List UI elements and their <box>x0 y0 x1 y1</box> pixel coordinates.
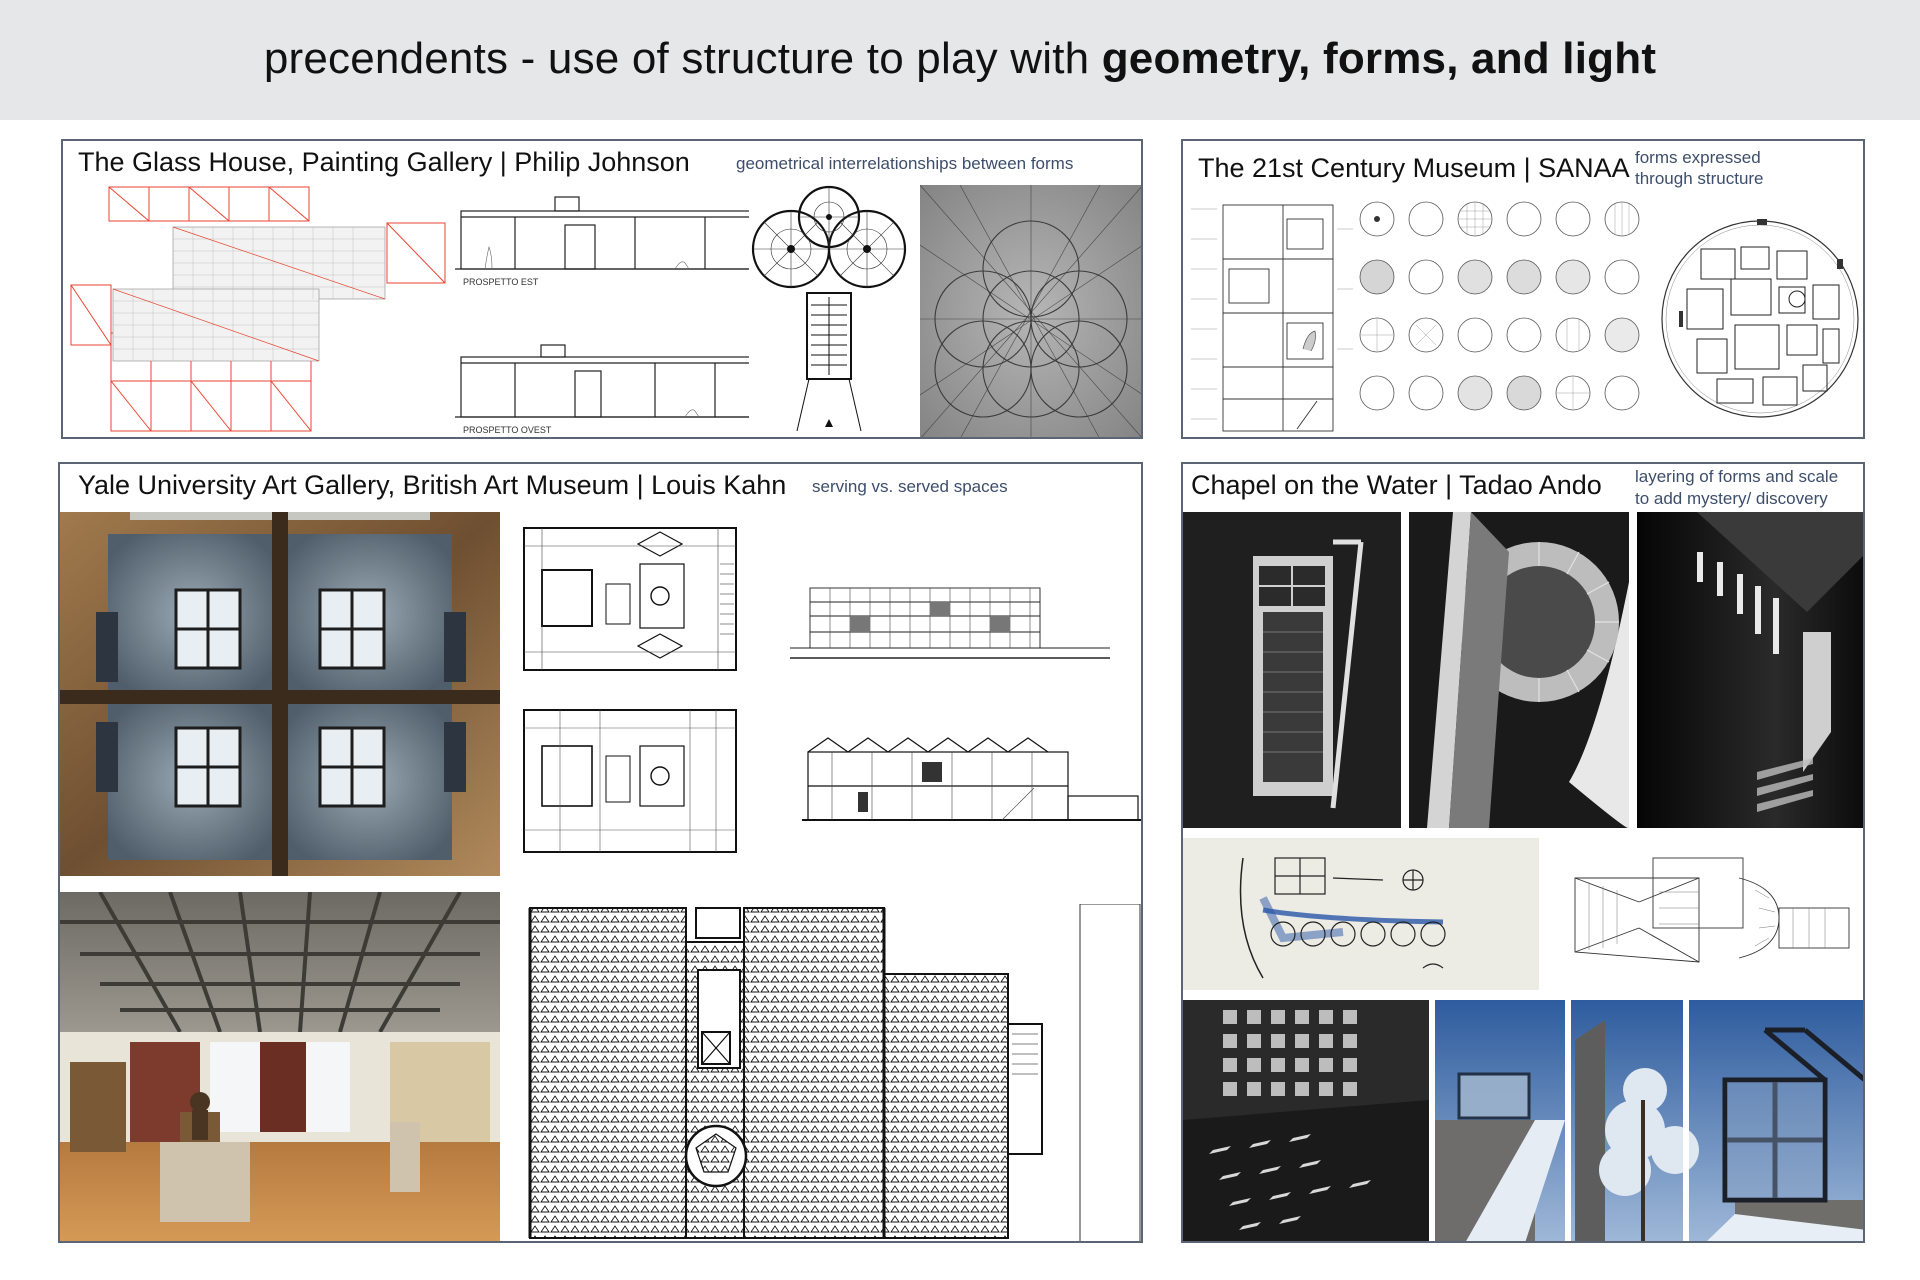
grid-shadow-photo <box>1183 1000 1429 1241</box>
panel-note-line2: through structure <box>1635 169 1764 188</box>
concept-sketch <box>1183 838 1539 990</box>
coffered-floor-plan <box>520 904 1141 1241</box>
panel-ando: Chapel on the Water | Tadao Ando layerin… <box>1181 462 1865 1243</box>
clover-gallery-plan <box>749 185 909 437</box>
winter-exterior-photo <box>1435 1000 1863 1241</box>
spiral-stair-photo <box>1409 512 1629 828</box>
panel-title: Yale University Art Gallery, British Art… <box>78 470 787 500</box>
perspective-sketch <box>1559 838 1863 990</box>
elevation-label-east: PROSPETTO EST <box>463 277 539 287</box>
gallery-interior-photo <box>60 892 500 1241</box>
page-title: precendents - use of structure to play w… <box>0 34 1920 84</box>
chapel-plan-photo <box>1183 512 1401 828</box>
yale-elevation <box>790 574 1140 664</box>
panel-note-line2: to add mystery/ discovery <box>1635 489 1828 508</box>
panel-title: The Glass House, Painting Gallery | Phil… <box>78 147 690 177</box>
panel-title: Chapel on the Water | Tadao Ando <box>1191 470 1602 500</box>
skylight-ceiling-photo <box>60 512 500 876</box>
yale-section <box>802 722 1141 826</box>
museum-section-drawing <box>1187 199 1355 437</box>
panel-glass-house: The Glass House, Painting Gallery | Phil… <box>61 139 1143 439</box>
panel-note-line1: layering of forms and scale <box>1635 467 1839 486</box>
panel-note: serving vs. served spaces <box>812 477 1008 496</box>
golden-section-plan-drawing <box>69 185 447 435</box>
panel-title: The 21st Century Museum | SANAA <box>1198 153 1630 183</box>
panel-kahn: Yale University Art Gallery, British Art… <box>58 462 1143 1243</box>
header-banner: precendents - use of structure to play w… <box>0 0 1920 120</box>
title-bold: geometry, forms, and light <box>1101 34 1657 83</box>
elevation-label-west: PROSPETTO OVEST <box>463 425 552 435</box>
geometric-sketch-image <box>920 185 1141 437</box>
panel-note-line1: forms expressed <box>1635 148 1761 167</box>
yale-plan-upper <box>520 524 740 674</box>
panel-sanaa: The 21st Century Museum | SANAA forms ex… <box>1181 139 1865 439</box>
title-prefix: precendents - use of structure to play w… <box>263 34 1102 83</box>
panel-note: geometrical interrelationships between f… <box>736 154 1074 173</box>
yale-plan-lower <box>520 706 740 856</box>
light-corridor-photo <box>1637 512 1863 828</box>
circular-museum-plan <box>1657 199 1863 437</box>
elevation-drawings: PROSPETTO EST PROSPETTO OVEST <box>455 185 785 437</box>
circle-structure-matrix <box>1357 199 1657 437</box>
